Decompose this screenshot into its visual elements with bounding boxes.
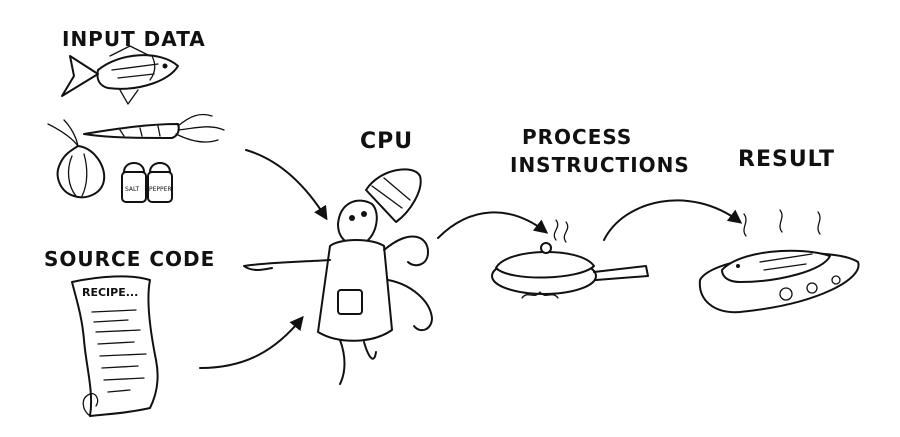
pepper-text: PEPPER xyxy=(149,186,172,193)
frying-pan-icon xyxy=(491,219,649,299)
recipe-scroll-icon: RECIPE... xyxy=(71,275,159,417)
label-process-line2: INSTRUCTIONS xyxy=(510,153,690,177)
onion-icon xyxy=(47,119,106,199)
label-result: RESULT xyxy=(738,147,835,172)
label-process-line1: PROCESS xyxy=(522,125,632,149)
fish-icon xyxy=(61,45,179,105)
arrow-process-to-result xyxy=(603,199,743,241)
salt-pepper-icon: SALT PEPPER xyxy=(121,162,173,203)
arrow-cpu-to-process xyxy=(437,211,549,239)
label-source-code: SOURCE CODE xyxy=(44,247,215,271)
carrot-icon xyxy=(83,113,225,143)
cooked-fish-dish-icon xyxy=(698,209,860,314)
salt-text: SALT xyxy=(125,186,140,193)
octopus-chef-icon xyxy=(243,168,433,385)
label-cpu: CPU xyxy=(360,129,413,154)
recipe-text: RECIPE... xyxy=(82,286,138,299)
arrow-source-to-cpu xyxy=(199,315,304,369)
arrow-input-to-cpu xyxy=(245,149,328,221)
